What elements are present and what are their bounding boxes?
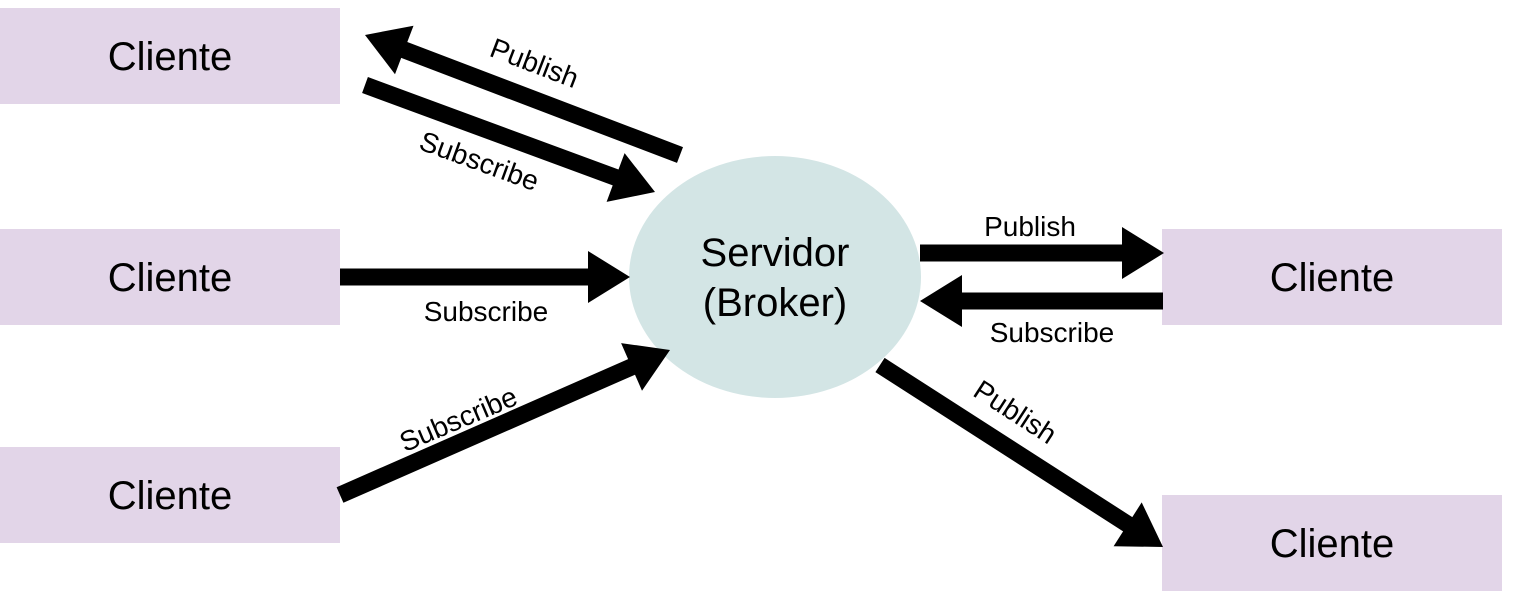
broker-label-line2: (Broker) (703, 281, 847, 325)
client-box-bottom-right (1162, 495, 1502, 591)
client-box-middle-left (0, 229, 340, 325)
client-nodes: Cliente Cliente Cliente Cliente Cliente (0, 8, 1502, 591)
broker-label-line1: Servidor (701, 231, 850, 275)
arrow-publish-broker-to-client (920, 227, 1164, 279)
edge-label-subscribe: Subscribe (990, 317, 1115, 348)
arrow-publish-broker-to-client (875, 357, 1163, 547)
arrow-subscribe-client-to-broker (362, 77, 655, 202)
client-label: Cliente (108, 35, 233, 79)
broker-node: Servidor (Broker) (629, 156, 921, 398)
arrow-subscribe-client-to-broker (920, 275, 1163, 327)
client-label: Cliente (108, 474, 233, 518)
client-box-bottom-left (0, 447, 340, 543)
edge-label-publish: Publish (984, 211, 1076, 242)
client-box-middle-right (1162, 229, 1502, 325)
arrow-publish-broker-to-client (365, 25, 683, 163)
arrow-subscribe-client-to-broker (340, 251, 630, 303)
client-label: Cliente (108, 256, 233, 300)
arrow-subscribe-client-to-broker (336, 343, 670, 503)
client-label: Cliente (1270, 522, 1395, 566)
edge-label-subscribe: Subscribe (424, 296, 549, 327)
broker-ellipse (629, 156, 921, 398)
client-box-top-left (0, 8, 340, 104)
arrows (336, 25, 1164, 547)
client-label: Cliente (1270, 256, 1395, 300)
